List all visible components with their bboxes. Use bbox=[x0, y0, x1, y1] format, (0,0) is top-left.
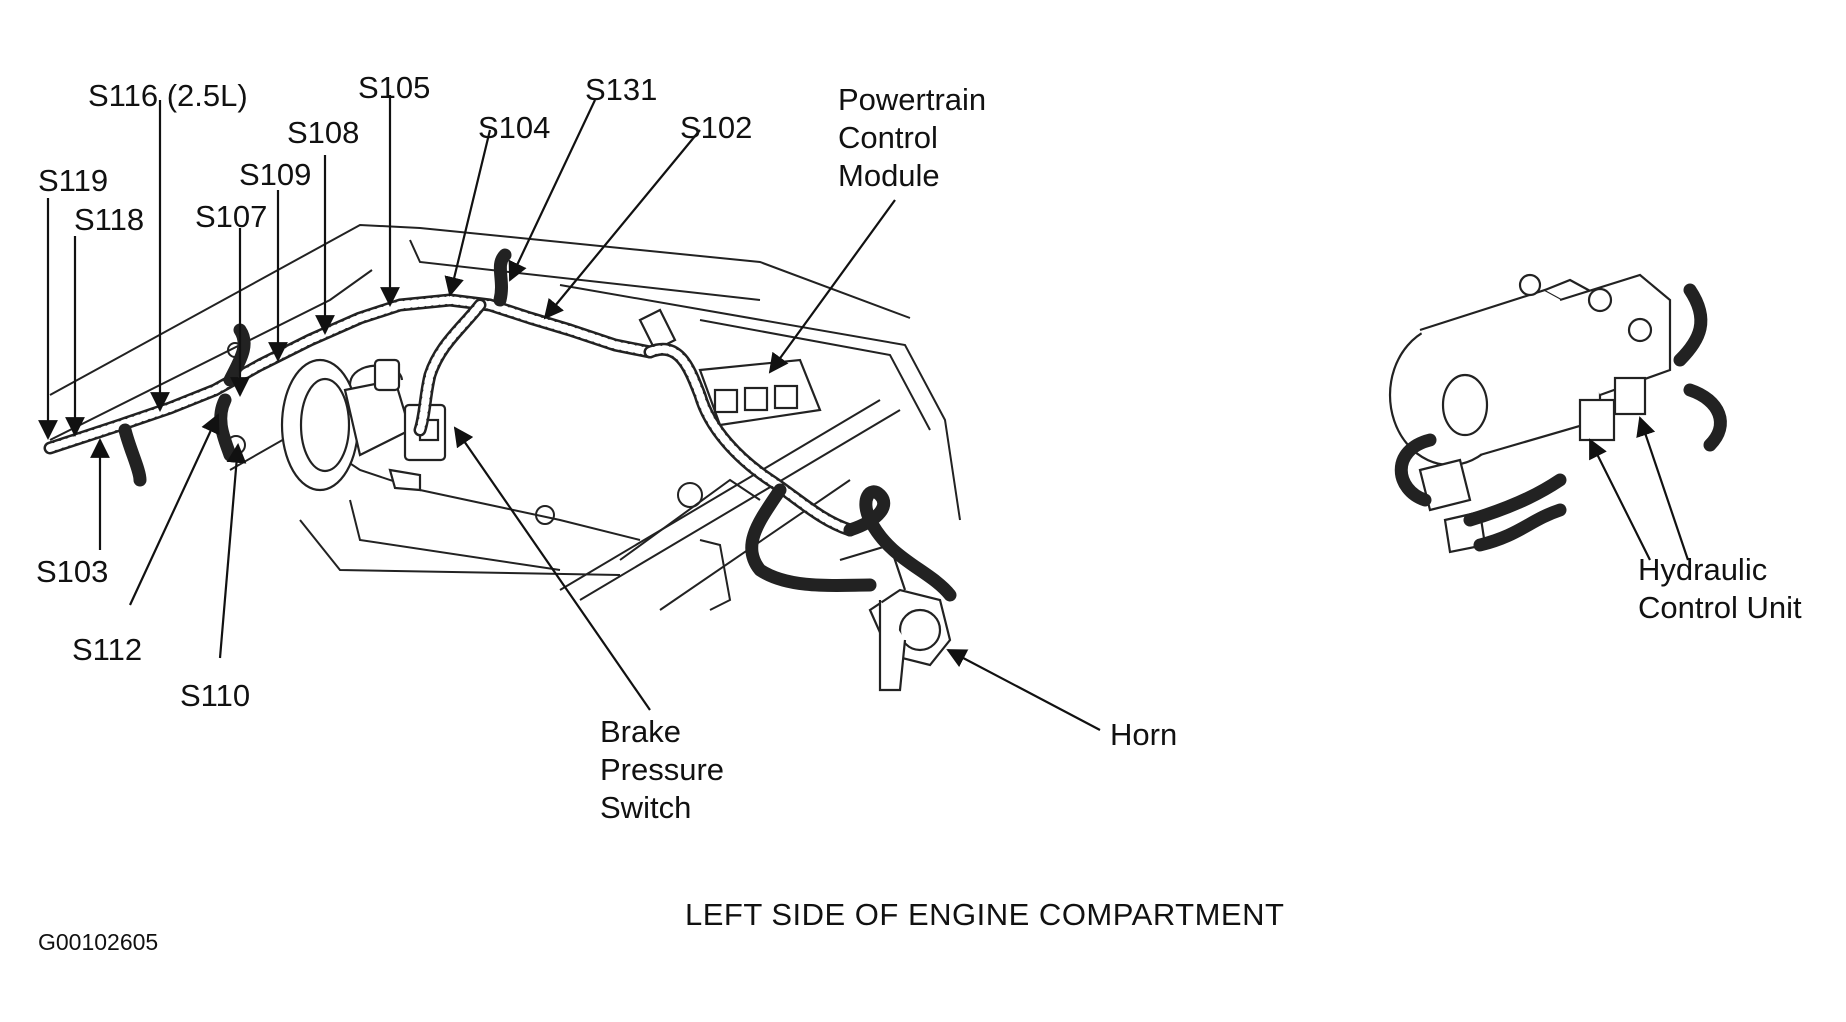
label-s118: S118 bbox=[74, 202, 144, 237]
label-s109: S109 bbox=[239, 157, 311, 192]
leader-s112 bbox=[129, 413, 220, 606]
label-s119: S119 bbox=[38, 163, 108, 198]
horn-part bbox=[839, 543, 952, 692]
label-horn: Horn bbox=[1110, 717, 1177, 752]
label-brake-line3: Switch bbox=[600, 790, 691, 825]
label-s107: S107 bbox=[195, 199, 267, 234]
leader-horn bbox=[946, 649, 1101, 731]
label-brake-line2: Pressure bbox=[600, 752, 724, 787]
leader-lines bbox=[38, 95, 1690, 731]
label-s104: S104 bbox=[478, 110, 550, 145]
label-s131: S131 bbox=[585, 72, 657, 107]
leader-hcu-b bbox=[1636, 416, 1690, 561]
hydraulic-control-unit bbox=[1388, 273, 1727, 554]
leader-s131 bbox=[508, 99, 596, 282]
label-s108: S108 bbox=[287, 115, 359, 150]
label-s110: S110 bbox=[180, 678, 250, 713]
label-pcm-line1: Powertrain bbox=[838, 82, 986, 117]
label-s103: S103 bbox=[36, 554, 108, 589]
leader-brake bbox=[453, 426, 651, 711]
label-pcm-line3: Module bbox=[838, 158, 940, 193]
label-hcu-line2: Control Unit bbox=[1638, 590, 1802, 625]
diagram-title: LEFT SIDE OF ENGINE COMPARTMENT bbox=[685, 897, 1284, 932]
label-pcm-line2: Control bbox=[838, 120, 938, 155]
leader-hcu-a bbox=[1589, 438, 1651, 561]
pcm-module bbox=[638, 308, 822, 427]
label-s112: S112 bbox=[72, 632, 142, 667]
label-hcu-line1: Hydraulic bbox=[1638, 552, 1767, 587]
label-brake-line1: Brake bbox=[600, 714, 681, 749]
leader-pcm bbox=[768, 199, 896, 374]
figure-id: G00102605 bbox=[38, 929, 158, 955]
leader-s102 bbox=[543, 129, 701, 320]
label-s116: S116 (2.5L) bbox=[88, 78, 248, 113]
label-s102: S102 bbox=[680, 110, 752, 145]
wiring-harness bbox=[43, 248, 957, 602]
leader-s110 bbox=[218, 443, 247, 659]
brake-booster bbox=[280, 358, 447, 492]
label-s105: S105 bbox=[358, 70, 430, 105]
leader-s104 bbox=[444, 129, 492, 297]
callout-labels: S116 (2.5L) S105 S131 S108 S104 S102 S11… bbox=[36, 70, 1802, 955]
